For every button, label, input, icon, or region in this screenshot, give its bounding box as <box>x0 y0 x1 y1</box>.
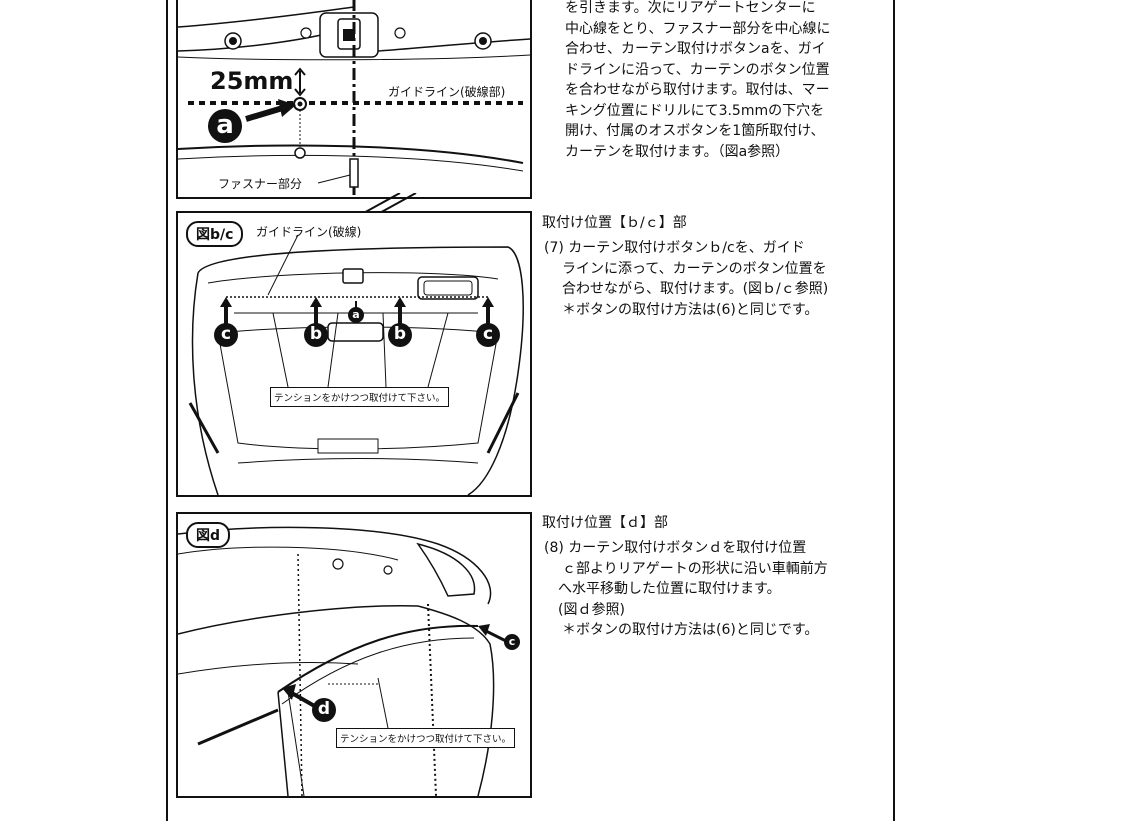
section8-line: ｃ部よりリアゲートの形状に沿い車輌前方 <box>562 560 828 577</box>
figure-d: 図d c d テンションをかけつつ取付けて下さい。 <box>176 512 532 798</box>
tension-note-bc: テンションをかけつつ取付けて下さい。 <box>270 387 450 407</box>
marker-b-right: b <box>388 323 412 347</box>
section6-line: ドラインに沿って、カーテンのボタン位置 <box>565 61 830 78</box>
section6-line: カーテンを取付けます。（図a参照） <box>565 143 790 160</box>
dimension-25mm: 25mm <box>210 67 294 95</box>
figure-a: 25mm ガイドライン(破線部) ファスナー部分 a <box>176 0 532 199</box>
section7-line: 合わせながら、取付けます。(図ｂ/ｃ参照) <box>562 281 829 297</box>
tension-note-d: テンションをかけつつ取付けて下さい。 <box>336 728 516 748</box>
section7-text: (7) カーテン取付けボタンｂ/cを、ガイド ラインに添って、カーテンのボタン位… <box>544 238 828 320</box>
section6-line: を引きます。次にリアゲートセンターに <box>565 0 816 16</box>
figure-bc: 図b/c ガイドライン(破線) c b a b c テンションをかけつつ取付けて… <box>176 211 532 497</box>
section6-line: キング位置にドリルにて3.5mmの下穴を <box>565 102 825 119</box>
section7-line: ラインに添って、カーテンのボタン位置を <box>562 260 827 277</box>
section8-line: (図ｄ参照) <box>558 601 625 618</box>
page-border-right <box>893 0 895 821</box>
marker-d: d <box>312 698 336 722</box>
figure-a-drawing <box>178 0 530 197</box>
marker-a-center: a <box>348 307 364 323</box>
section6-line: を合わせながら取付けます。取付は、マー <box>565 82 830 98</box>
page-border-left <box>166 0 168 821</box>
figure-d-label: 図d <box>186 522 231 548</box>
section6-line: 合わせ、カーテン取付けボタンaを、ガイ <box>565 41 826 57</box>
section6-text: を引きます。次にリアゲートセンターに 中心線をとり、ファスナー部分を中心線に 合… <box>565 0 830 162</box>
marker-c-d: c <box>504 634 520 650</box>
section8-line: へ水平移動した位置に取付けます。 <box>558 581 781 597</box>
section8-text: (8) カーテン取付けボタンｄを取付け位置 ｃ部よりリアゲートの形状に沿い車輌前… <box>544 538 828 641</box>
marker-c-left: c <box>214 323 238 347</box>
section7-heading: 取付け位置【ｂ/ｃ】部 <box>542 215 687 231</box>
figure-bc-drawing <box>188 234 524 495</box>
section7-line: (7) カーテン取付けボタンｂ/cを、ガイド <box>544 240 805 256</box>
section7-line: ＊ボタンの取付け方法は(6)と同じです。 <box>562 301 819 318</box>
marker-b-left: b <box>304 323 328 347</box>
section6-line: 中心線をとり、ファスナー部分を中心線に <box>565 20 831 37</box>
figure-d-drawing <box>178 526 509 796</box>
marker-c-right: c <box>476 323 500 347</box>
guide-line-label: ガイドライン(破線部) <box>388 85 506 99</box>
figure-bc-label: 図b/c <box>186 221 244 247</box>
guide-line-label-bc: ガイドライン(破線) <box>256 225 362 239</box>
section6-line: 開け、付属のオスボタンを1箇所取付け、 <box>565 123 825 139</box>
fastener-label: ファスナー部分 <box>218 177 303 191</box>
section8-line: ＊ボタンの取付け方法は(6)と同じです。 <box>562 622 819 638</box>
section8-heading: 取付け位置【ｄ】部 <box>542 515 668 531</box>
section8-line: (8) カーテン取付けボタンｄを取付け位置 <box>544 540 807 556</box>
marker-a-large: a <box>208 109 242 143</box>
